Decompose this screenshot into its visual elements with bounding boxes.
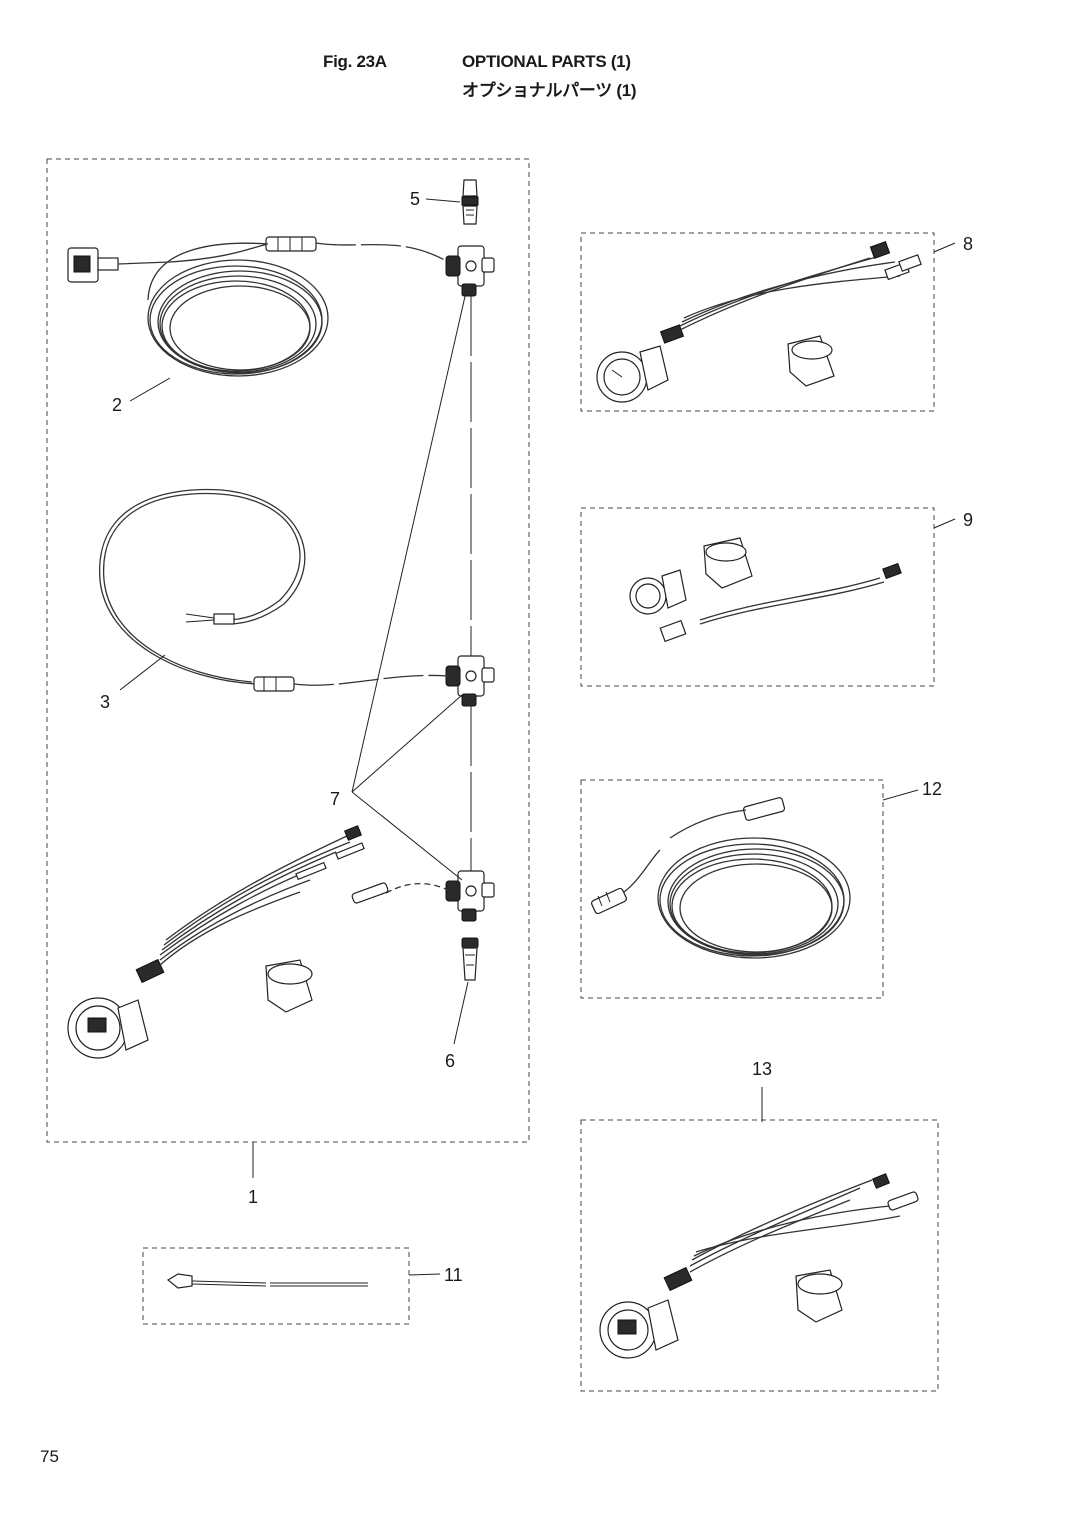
part-3-open-lead-cable — [99, 488, 306, 692]
part-1-gauge-with-harness — [67, 825, 389, 1059]
callout-6: 6 — [445, 1051, 455, 1071]
group-box-12 — [580, 779, 884, 999]
leader-2 — [129, 377, 171, 402]
group-box-1 — [46, 158, 530, 1143]
leader-7-top — [351, 291, 467, 793]
leader-6 — [453, 981, 469, 1045]
leader-12 — [882, 789, 919, 801]
figure-title-japanese: オプショナルパーツ (1) — [462, 81, 637, 100]
callout-9: 9 — [963, 510, 973, 530]
group-box-8 — [580, 232, 935, 412]
part-11-probe-wire — [166, 1273, 368, 1289]
callout-11: 11 — [444, 1265, 463, 1285]
callout-5: 5 — [410, 189, 420, 209]
group-box-13 — [580, 1119, 939, 1392]
leader-7-middle — [351, 694, 463, 793]
leader-7-bottom — [351, 791, 463, 881]
part-6-terminator-plug — [461, 937, 479, 981]
part-13-digital-gauge-with-harness — [599, 1173, 919, 1359]
page-number: 75 — [40, 1447, 59, 1466]
leader-5 — [425, 198, 461, 203]
part-7-t-connector-bottom — [445, 870, 495, 922]
part-12-coiled-extension-cable — [591, 797, 851, 959]
group-box-9 — [580, 507, 935, 687]
callout-1: 1 — [248, 1187, 258, 1207]
leader-3 — [119, 654, 166, 691]
part-5-terminator-plug — [461, 179, 479, 225]
part-2-coiled-cable — [67, 236, 329, 377]
link-3-to-tee — [293, 674, 449, 686]
leader-8 — [933, 242, 956, 253]
link-2-to-tee — [315, 242, 449, 263]
part-8-gauge-with-harness — [596, 240, 922, 403]
callout-8: 8 — [963, 234, 973, 254]
leader-11 — [408, 1273, 441, 1276]
leader-9 — [933, 518, 956, 529]
figure-title-english: OPTIONAL PARTS (1) — [462, 52, 631, 71]
part-9-gauge-with-harness — [629, 537, 902, 643]
part-7-t-connector-top — [445, 245, 495, 297]
figure-number: Fig. 23A — [323, 52, 387, 71]
link-gauge-to-tee — [385, 883, 449, 894]
part-7-t-connector-middle — [445, 655, 495, 707]
figure-header: Fig. 23A OPTIONAL PARTS (1) オプショナルパーツ (1… — [0, 52, 1075, 102]
callout-12: 12 — [922, 779, 942, 799]
callout-2: 2 — [112, 395, 122, 415]
callout-13: 13 — [752, 1059, 772, 1079]
callout-3: 3 — [100, 692, 110, 712]
callout-7: 7 — [330, 789, 340, 809]
